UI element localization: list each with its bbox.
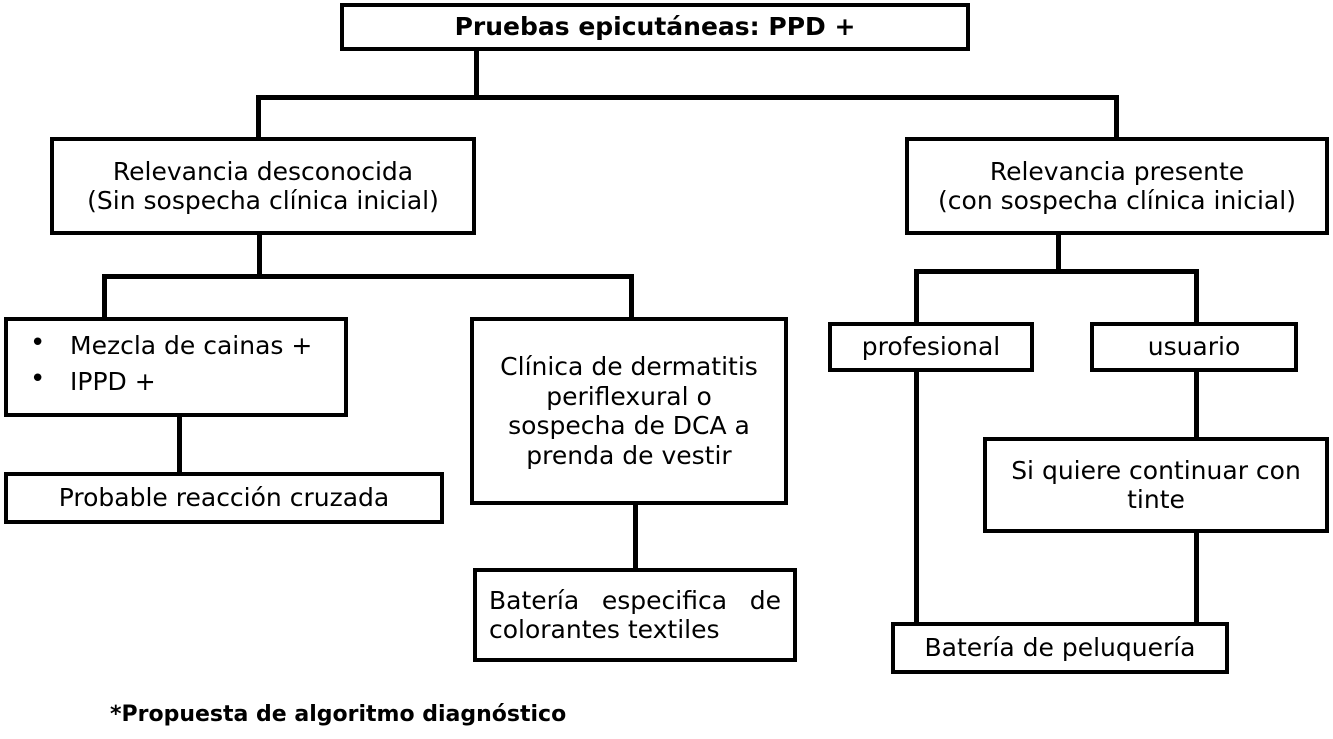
edge-to-professional-box [914, 269, 919, 322]
node-si-quiere-continuar-tinte[interactable]: Si quiere continuar con tinte [983, 437, 1329, 533]
edge-to-right-branch [1114, 95, 1119, 139]
findings-bullet-list: Mezcla de cainas + IPPD + [8, 330, 344, 397]
node-bateria-colorantes-textiles[interactable]: Batería especifica de colorantes textile… [473, 568, 797, 662]
edge-to-left-branch [256, 95, 261, 139]
edge-title-stem [474, 47, 479, 99]
edge-clinical-to-textile-battery [633, 503, 638, 570]
node-relevancia-desconocida[interactable]: Relevancia desconocida (Sin sospecha clí… [50, 137, 476, 235]
node-probable-reaccion-cruzada-label: Probable reacción cruzada [58, 483, 390, 513]
node-probable-reaccion-cruzada[interactable]: Probable reacción cruzada [4, 472, 444, 524]
node-bateria-peluqueria-label: Batería de peluquería [924, 633, 1196, 663]
edge-right-bus [914, 269, 1199, 274]
edge-continue-dye-to-hairdressing-battery [1194, 533, 1199, 622]
list-item: IPPD + [8, 366, 344, 397]
node-relevancia-presente-label: Relevancia presente (con sospecha clínic… [938, 156, 1296, 216]
node-bateria-peluqueria[interactable]: Batería de peluquería [891, 622, 1229, 674]
node-profesional-label: profesional [861, 332, 1001, 362]
node-relevancia-presente[interactable]: Relevancia presente (con sospecha clínic… [905, 137, 1329, 235]
edge-findings-to-cross-reaction [177, 414, 182, 474]
node-findings-list[interactable]: Mezcla de cainas + IPPD + [4, 317, 348, 417]
edge-to-clinical-box [629, 274, 634, 319]
edge-user-to-continue-dye [1194, 370, 1199, 438]
node-clinica-dermatitis-label: Clínica de dermatitis periflexural o sos… [500, 352, 758, 470]
node-title-pruebas-epicutaneas[interactable]: Pruebas epicutáneas: PPD + [340, 3, 970, 51]
node-si-quiere-continuar-tinte-label: Si quiere continuar con tinte [1011, 455, 1301, 515]
node-profesional[interactable]: profesional [828, 322, 1034, 372]
node-clinica-dermatitis[interactable]: Clínica de dermatitis periflexural o sos… [470, 317, 788, 505]
edge-left-bus [102, 274, 634, 279]
footnote-text: *Propuesta de algoritmo diagnóstico [110, 702, 567, 727]
node-title-label: Pruebas epicutáneas: PPD + [454, 12, 856, 42]
node-relevancia-desconocida-label: Relevancia desconocida (Sin sospecha clí… [87, 156, 439, 216]
edge-to-findings-box [102, 274, 107, 319]
edge-to-user-box [1194, 269, 1199, 322]
node-usuario-label: usuario [1147, 332, 1241, 362]
node-bateria-colorantes-textiles-label: Batería especifica de colorantes textile… [489, 585, 781, 645]
node-usuario[interactable]: usuario [1090, 322, 1298, 372]
edge-professional-to-hairdressing-battery [914, 372, 919, 622]
edge-left-branch-stem [257, 232, 262, 277]
edge-level1-bus [256, 95, 1119, 100]
list-item: Mezcla de cainas + [8, 330, 344, 361]
edge-right-branch-stem [1056, 232, 1061, 272]
